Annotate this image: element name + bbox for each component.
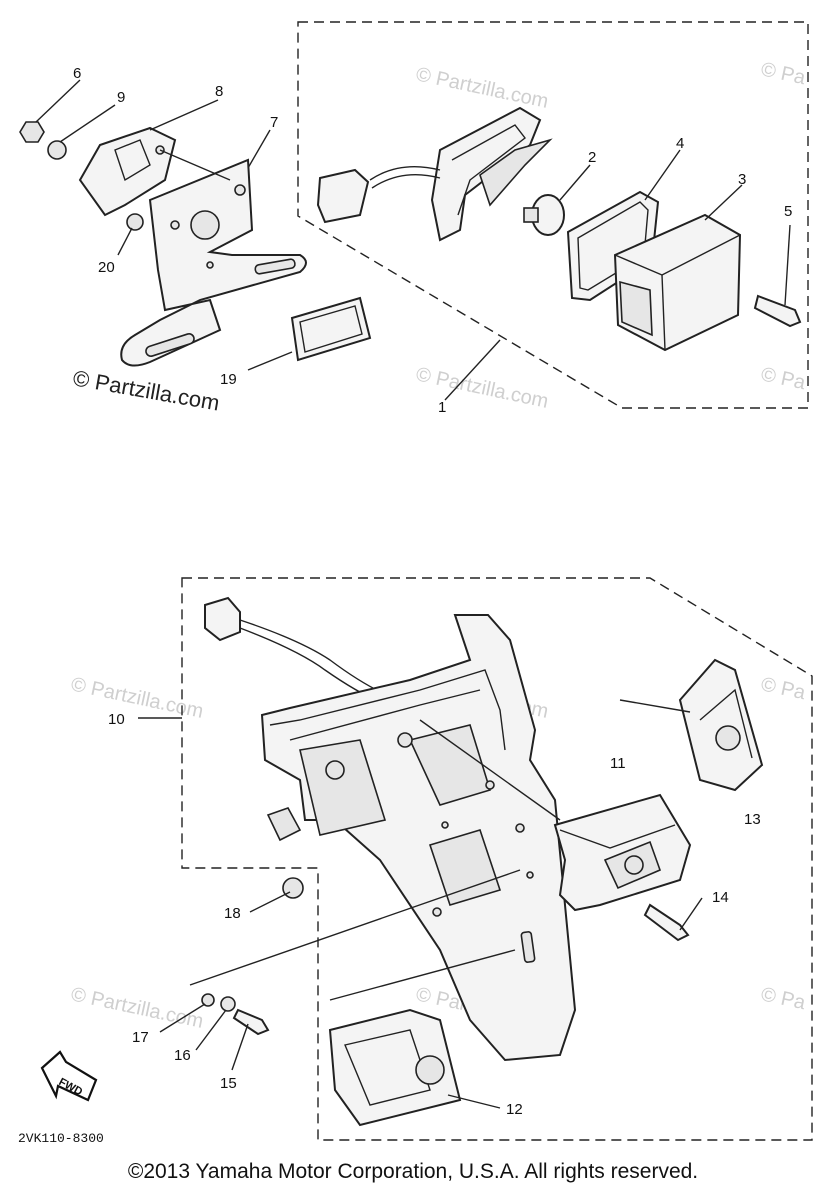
callout-7: 7 <box>270 114 278 131</box>
lock-washer <box>220 996 236 1012</box>
socket <box>325 760 345 780</box>
callout-6: 6 <box>73 65 81 82</box>
callout-2: 2 <box>588 149 596 166</box>
callout-1: 1 <box>438 399 446 416</box>
watermark: © Pa <box>759 363 808 394</box>
callout-15: 15 <box>220 1075 237 1092</box>
callout-9: 9 <box>117 89 125 106</box>
connector <box>204 596 241 642</box>
callout-17: 17 <box>132 1029 149 1046</box>
group-boundary <box>181 577 813 1141</box>
screw <box>643 903 690 942</box>
connector <box>316 168 370 224</box>
rear-reflector <box>328 1008 462 1127</box>
bracket-bolt <box>234 184 246 196</box>
callout-4: 4 <box>676 135 684 152</box>
bracket-hole <box>206 261 214 269</box>
socket <box>397 732 413 748</box>
license-bracket <box>120 158 307 367</box>
fwd-arrow-icon: FWD <box>40 1050 98 1102</box>
top-assembly <box>19 21 809 409</box>
bracket-slot <box>254 258 296 275</box>
callout-14: 14 <box>712 889 729 906</box>
washer <box>201 993 215 1007</box>
grommet <box>282 877 304 899</box>
bulb-base <box>523 207 539 223</box>
socket <box>479 138 553 207</box>
bottom-assembly <box>138 577 813 1141</box>
wire <box>369 165 441 181</box>
slot <box>520 931 536 963</box>
screw <box>753 294 802 328</box>
reflector <box>290 296 372 362</box>
lens-window <box>619 280 653 337</box>
watermark: © Pa <box>759 983 808 1014</box>
callout-16: 16 <box>174 1047 191 1064</box>
callout-10: 10 <box>108 711 125 728</box>
watermark: © Partzilla.com <box>414 363 550 413</box>
callout-12: 12 <box>506 1101 523 1118</box>
callout-20: 20 <box>98 259 115 276</box>
side-lens <box>678 658 764 792</box>
bracket-hole <box>190 210 220 240</box>
watermark: © Partzilla.com <box>414 63 550 113</box>
callout-3: 3 <box>738 171 746 188</box>
bracket-cover <box>78 126 177 217</box>
watermark: © Pa <box>759 673 808 704</box>
lamp-cavity <box>408 724 492 806</box>
watermark-dark: © Partzilla.com <box>71 365 221 415</box>
callout-5: 5 <box>784 203 792 220</box>
bolt <box>232 1008 270 1036</box>
callout-19: 19 <box>220 371 237 388</box>
callout-18: 18 <box>224 905 241 922</box>
plate-recess <box>428 829 502 906</box>
collar <box>126 213 144 231</box>
bracket-bolt <box>170 220 180 230</box>
group-boundary <box>297 21 809 409</box>
nut <box>19 121 45 143</box>
watermark: © Partzilla.com <box>69 673 205 723</box>
diagram-code: 2VK110-8300 <box>18 1131 104 1146</box>
washer <box>47 140 67 160</box>
callout-8: 8 <box>215 83 223 100</box>
watermark: © Pa <box>759 58 808 89</box>
watermark: © Partzilla.com <box>69 983 205 1033</box>
lamp-cavity <box>299 739 387 836</box>
callout-13: 13 <box>744 811 761 828</box>
copyright-notice: ©2013 Yamaha Motor Corporation, U.S.A. A… <box>127 1160 699 1183</box>
bracket-slot <box>145 333 195 357</box>
callout-11: 11 <box>610 755 626 772</box>
